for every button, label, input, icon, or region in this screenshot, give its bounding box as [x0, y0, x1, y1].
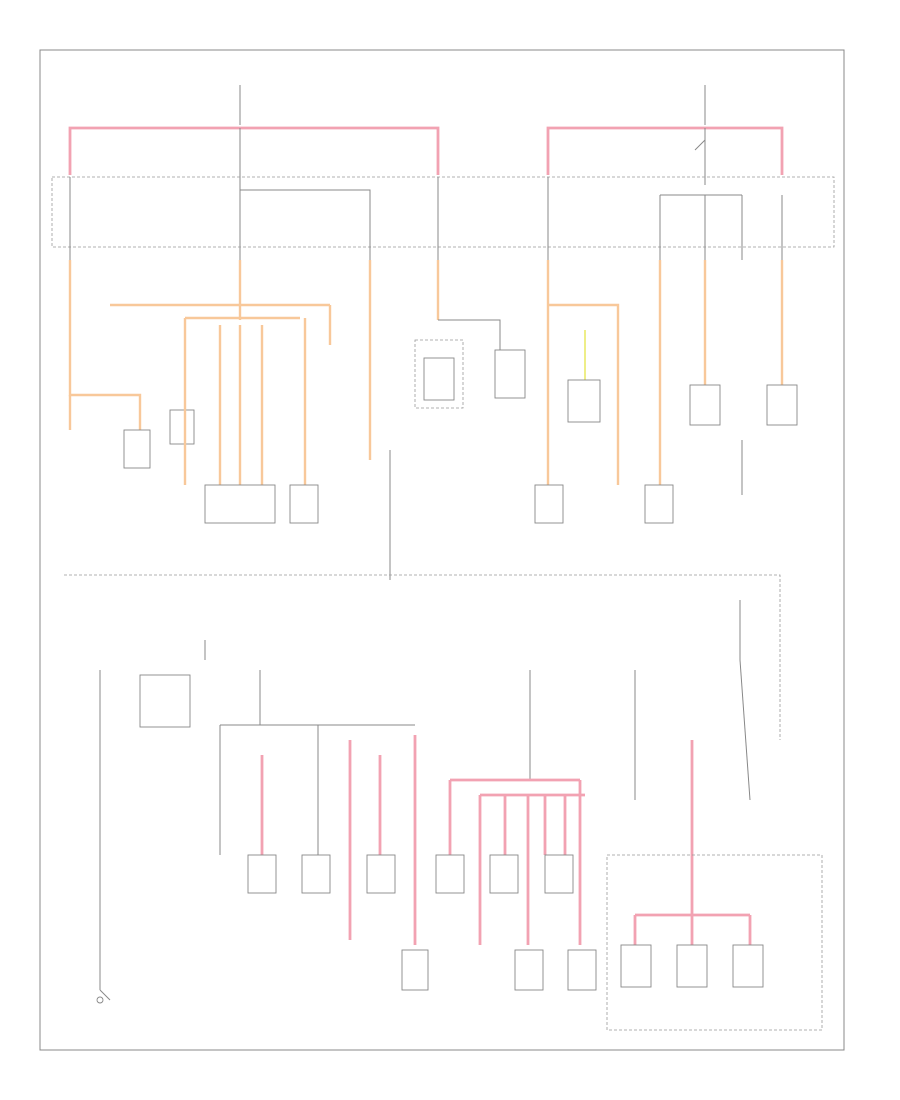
relay-a — [423, 357, 455, 401]
lower-right-transmission — [606, 600, 823, 1031]
relay-b — [494, 349, 526, 399]
right-module-b — [766, 384, 798, 426]
right-module-a — [689, 384, 721, 426]
sensor-component — [289, 484, 319, 524]
coil-3 — [544, 854, 574, 894]
lower-module-a — [401, 949, 429, 991]
relay-a-box — [414, 339, 464, 409]
right-relay-component — [567, 379, 601, 423]
underhood-fuse-block — [51, 176, 835, 248]
ecm-component — [204, 484, 276, 524]
center-switch-branch — [368, 260, 391, 580]
fuse-block-internal — [69, 177, 783, 260]
diagram-frame — [39, 49, 845, 1051]
coil-4 — [514, 949, 544, 991]
right-lamp-component — [534, 484, 564, 524]
lower-pink-bus — [219, 670, 429, 991]
left-lamp-component — [123, 429, 151, 469]
right-upper-branch — [534, 260, 798, 524]
ignition-switch-box — [139, 674, 191, 728]
top-power-feeds — [68, 85, 784, 260]
lower-left-ignition — [96, 640, 206, 1004]
center-right-branch — [414, 260, 526, 409]
coil-harness — [435, 670, 597, 991]
trans-component-3 — [732, 944, 764, 988]
left-upper-branch — [68, 260, 195, 469]
small-relay-component — [169, 409, 195, 445]
trans-component-1 — [620, 944, 652, 988]
injector-1 — [247, 854, 277, 894]
ground-icon — [96, 996, 104, 1004]
coil-5 — [567, 949, 597, 991]
right-fan-component — [644, 484, 674, 524]
injector-3 — [366, 854, 396, 894]
center-left-branch — [110, 260, 332, 524]
coil-2 — [489, 854, 519, 894]
transmission-box — [606, 854, 823, 1031]
coil-1 — [435, 854, 465, 894]
trans-component-2 — [676, 944, 708, 988]
lower-section-divider — [64, 574, 781, 740]
injector-2 — [301, 854, 331, 894]
